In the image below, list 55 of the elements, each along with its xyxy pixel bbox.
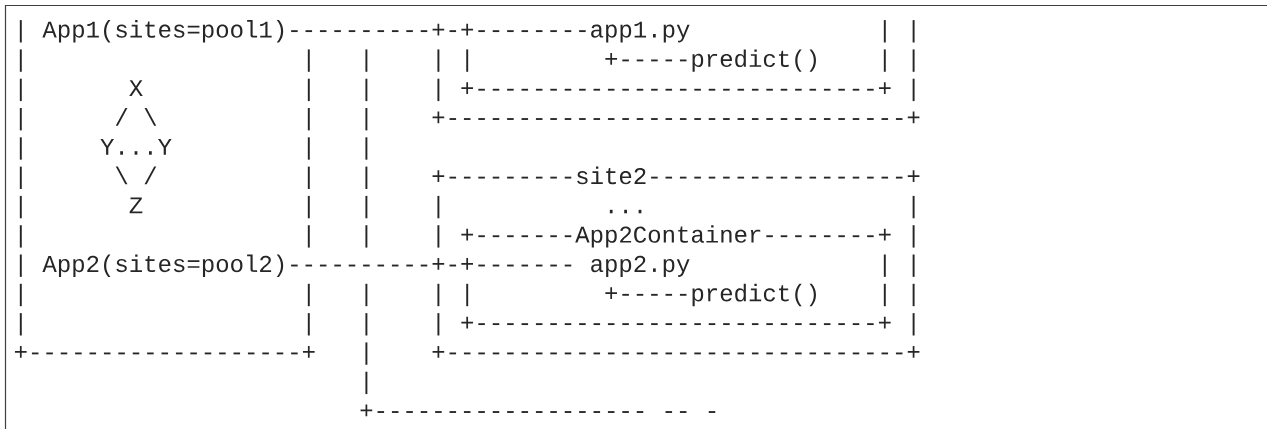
- ascii-art-text: \ /: [115, 166, 157, 185]
- ascii-art-text: |: [19, 137, 22, 160]
- ascii-art-text: | +----------------------------+ |: [437, 78, 915, 102]
- ascii-art-text: | |: [883, 49, 915, 72]
- ascii-art-text: | |: [883, 254, 915, 277]
- ascii-art-text: |: [365, 313, 368, 336]
- ascii-art-text: |: [19, 225, 22, 248]
- ascii-art-text: |: [365, 137, 368, 160]
- ascii-art-text: |: [19, 313, 22, 336]
- ascii-art-text: |: [307, 195, 310, 219]
- ascii-art-text: |: [19, 78, 22, 102]
- ascii-art-text: | |: [883, 20, 915, 43]
- ascii-art-text: |: [365, 49, 368, 72]
- ascii-art-text: | |: [437, 283, 469, 307]
- ascii-art-text: |: [19, 166, 22, 189]
- ascii-art-text: |: [365, 108, 368, 131]
- ascii-art-text: |: [307, 283, 310, 307]
- ascii-art-text: | App1(sites=pool1)----------+-+--------app1.py: [19, 20, 690, 43]
- ascii-art-text: |: [307, 313, 310, 336]
- ascii-art-text: |: [365, 166, 368, 189]
- ascii-art-text: +-----predict(): [605, 283, 816, 307]
- ascii-art-text: |: [912, 195, 915, 219]
- ascii-art-text: Z: [129, 197, 143, 214]
- ascii-art-text: / \: [115, 108, 157, 126]
- ascii-art-text: |: [307, 108, 310, 131]
- ascii-art-text: | App2(sites=pool2)----------+-+------- app2.py: [19, 254, 690, 277]
- ascii-art-text: +-----predict(): [605, 49, 816, 72]
- ascii-art-text: |: [307, 78, 310, 102]
- ascii-art-text: |: [307, 137, 310, 160]
- ascii-art-text: ...: [609, 209, 642, 214]
- ascii-art-text: |: [19, 49, 22, 72]
- ascii-art-text: +---------site2------------------+: [432, 166, 920, 185]
- ascii-art-text: | |: [883, 283, 915, 307]
- ascii-art-text: +------------------- -- -: [360, 404, 716, 417]
- ascii-art-text: |: [19, 283, 22, 307]
- ascii-art-text: +--------------------------------+: [432, 345, 920, 358]
- ascii-art-text: |: [365, 342, 368, 365]
- ascii-art-text: |: [437, 195, 440, 219]
- ascii-art-text: |: [365, 283, 368, 307]
- ascii-art-text: | +----------------------------+ |: [437, 313, 915, 336]
- ascii-art-text: |: [307, 166, 310, 189]
- ascii-art-text: |: [307, 49, 310, 72]
- ascii-art-text: | |: [437, 49, 469, 72]
- ascii-art-text: | +-------App2Container--------+ |: [437, 225, 915, 248]
- ascii-art-text: |: [307, 225, 310, 248]
- ascii-art-text: Y...Y: [100, 138, 172, 155]
- ascii-art-text: |: [365, 78, 368, 102]
- ascii-art-text: |: [19, 195, 22, 219]
- ascii-art-text: X: [129, 80, 143, 97]
- ascii-art-text: +--------------------------------+: [432, 111, 920, 124]
- ascii-art-text: |: [365, 371, 368, 395]
- ascii-art-text: |: [19, 108, 22, 131]
- ascii-art-text: +-------------------+: [14, 345, 315, 358]
- ascii-art-text: |: [365, 225, 368, 248]
- ascii-art-text: |: [365, 195, 368, 219]
